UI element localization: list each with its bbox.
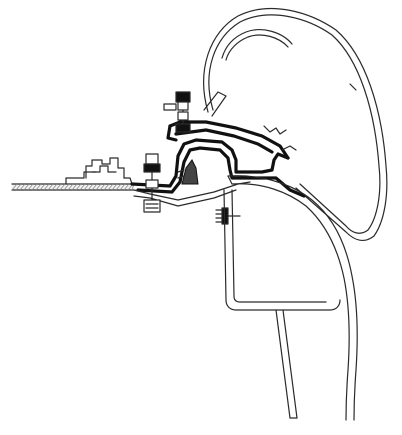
rubber-seal [177, 159, 199, 185]
vehicle-body-wall [223, 175, 358, 421]
bracket-clip [263, 125, 297, 151]
hatch-line [59, 183, 66, 191]
hatch-line [27, 183, 34, 191]
hatch-line [47, 183, 54, 191]
hatch-line [63, 183, 70, 191]
hatch-line [111, 183, 118, 191]
awning-cassette-cover [203, 7, 388, 241]
roof-hatching [11, 183, 135, 191]
hatch-line [103, 183, 110, 191]
hatch-line [87, 183, 94, 191]
hatch-line [79, 183, 86, 191]
hatch-line [39, 183, 46, 191]
hatch-line [95, 183, 102, 191]
hatch-line [35, 183, 42, 191]
hatch-line [83, 183, 90, 191]
hatch-line [43, 183, 50, 191]
hatch-line [99, 183, 106, 191]
hatch-line [19, 183, 26, 191]
hatch-line [55, 183, 62, 191]
hatch-line [71, 183, 78, 191]
hatch-line [115, 183, 122, 191]
roof-rail-profile [85, 157, 133, 185]
hatch-line [23, 183, 30, 191]
hatch-line [51, 183, 58, 191]
hatch-line [67, 183, 74, 191]
hatch-line [31, 183, 38, 191]
adapter-bracket-profile [130, 120, 306, 198]
hatch-line [123, 183, 130, 191]
self-tapping-screw-icon [215, 207, 241, 225]
hatch-line [119, 183, 126, 191]
hatch-line [75, 183, 82, 191]
hatch-line [107, 183, 114, 191]
hatch-line [91, 183, 98, 191]
vehicle-roof-panel [11, 171, 135, 191]
lower-bolt-icon [143, 153, 161, 213]
hatch-line [15, 183, 22, 191]
hatch-line [11, 183, 18, 191]
upper-bolt-icon [163, 91, 191, 133]
